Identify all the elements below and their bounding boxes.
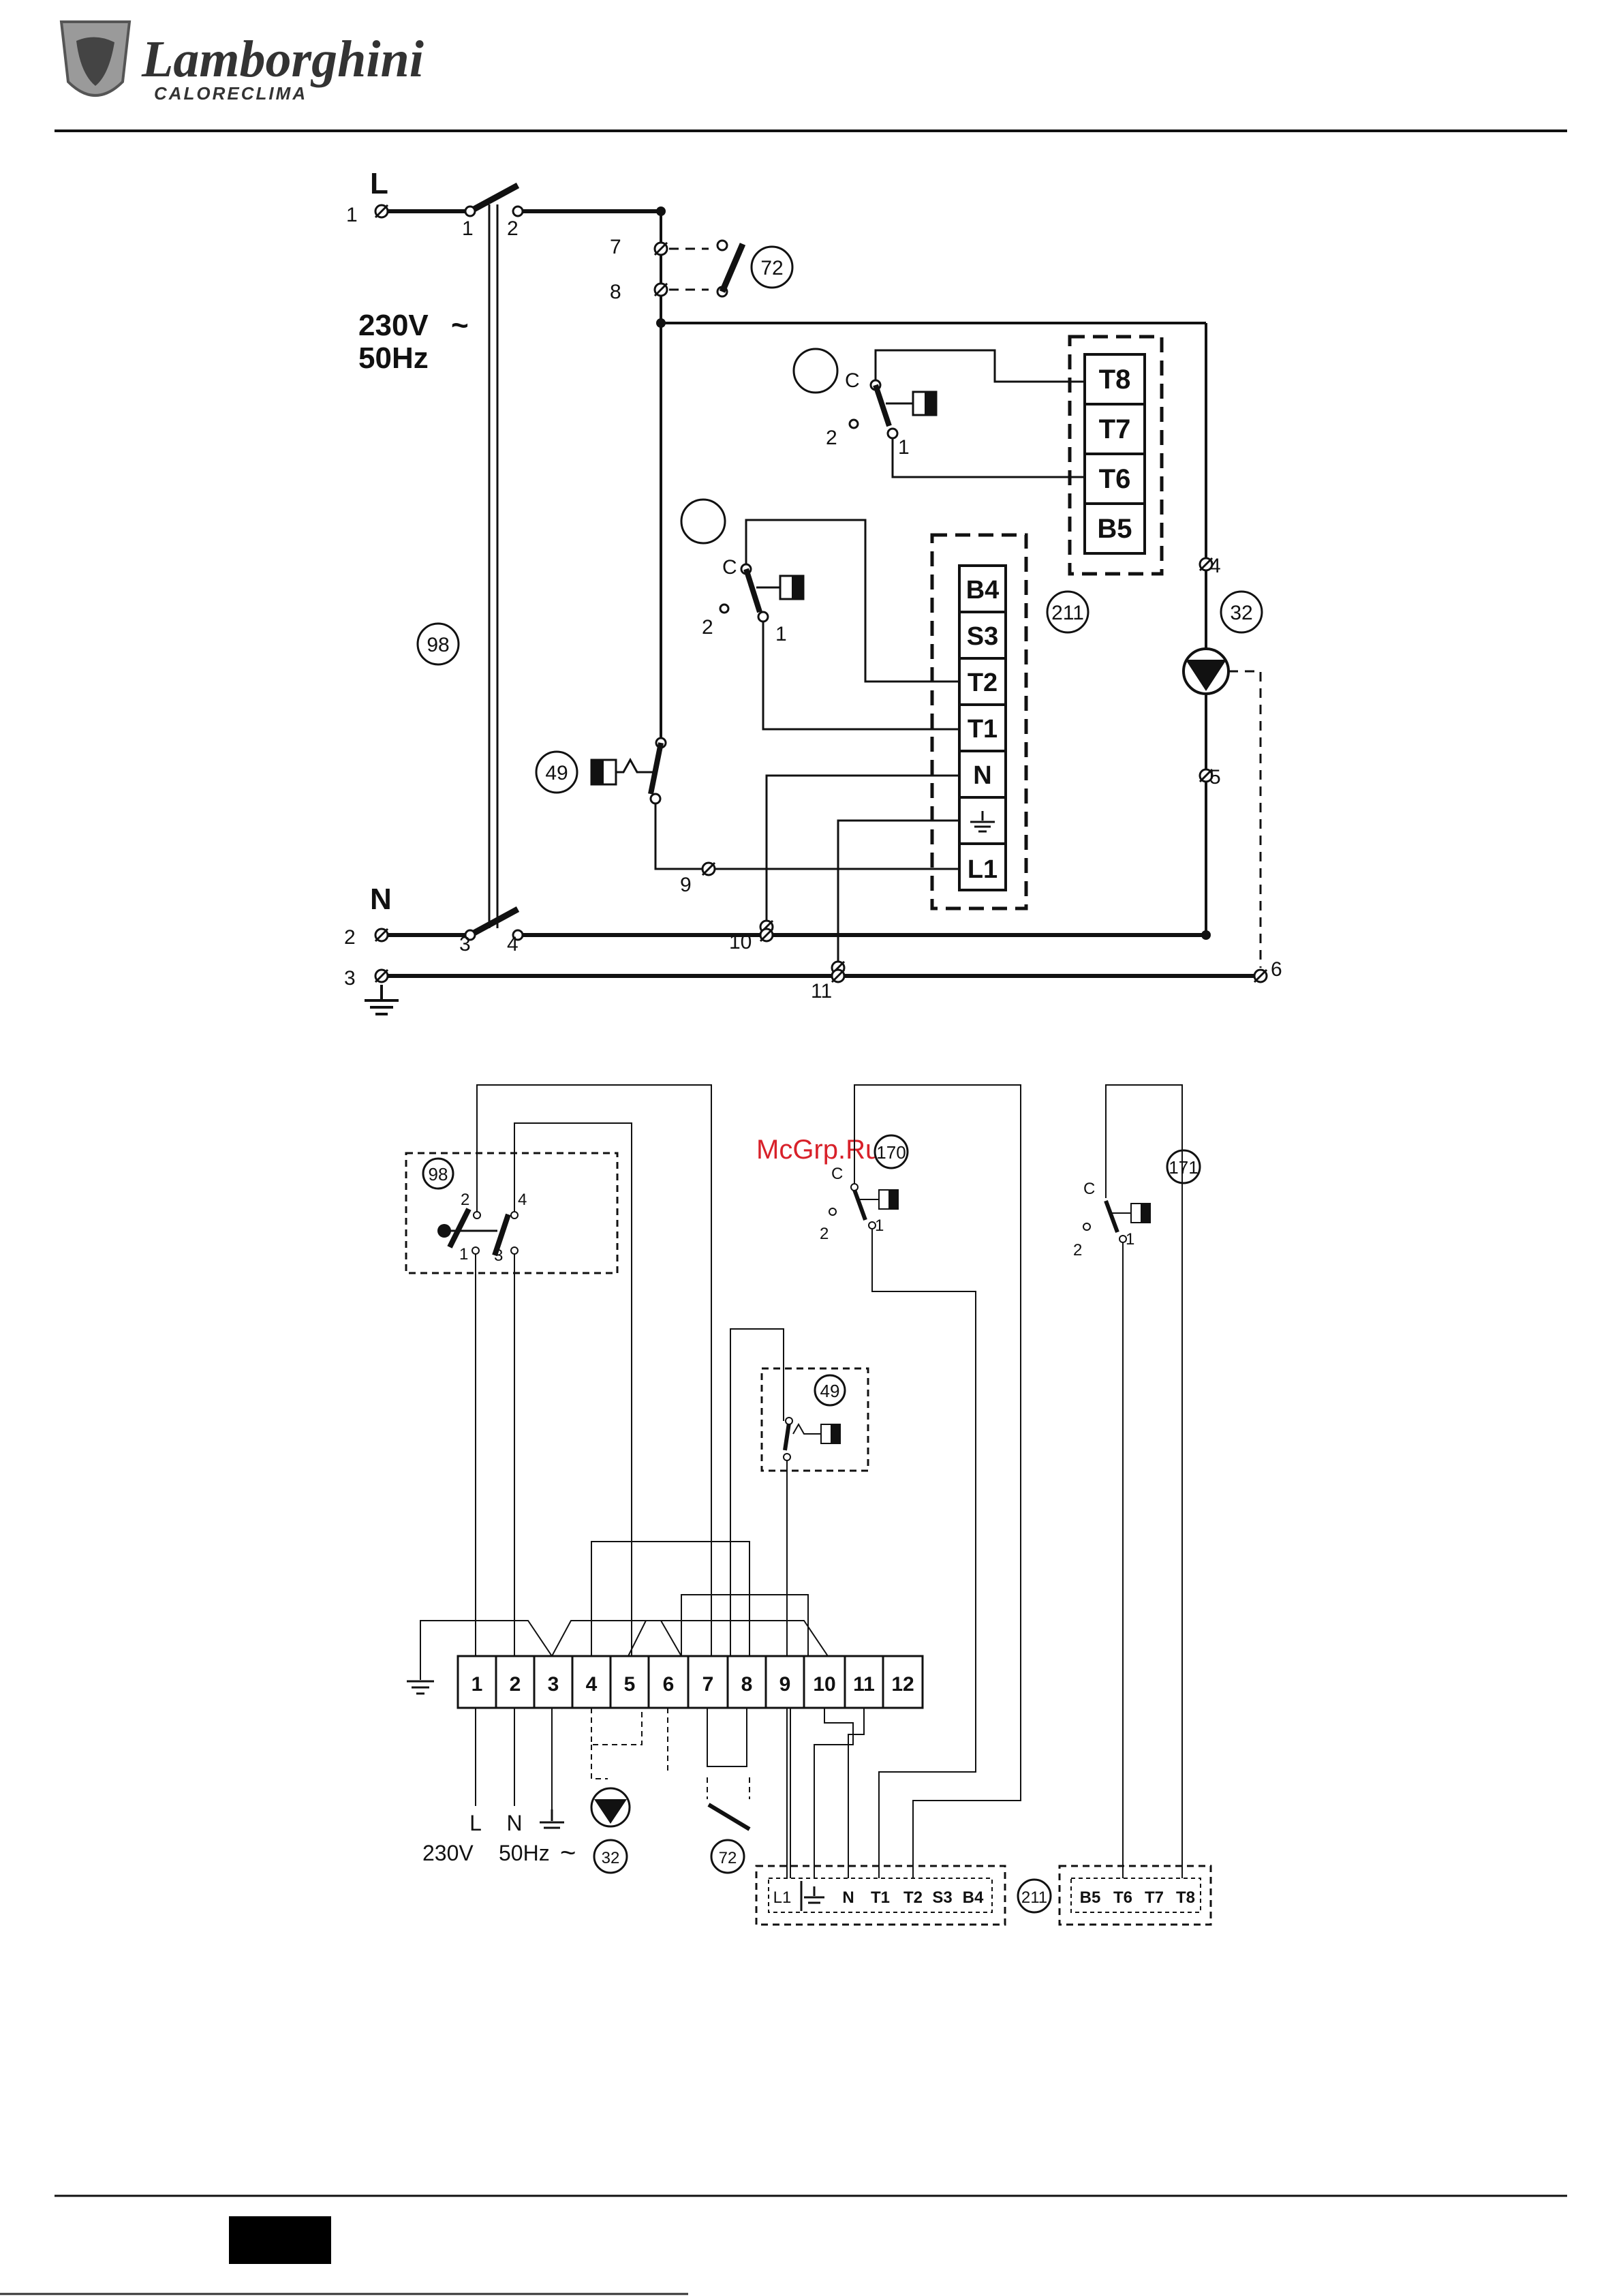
- brand-logo: Lamborghini CALORECLIMA: [61, 22, 424, 104]
- terminal-number: 4: [586, 1673, 598, 1696]
- terminal-number: 2: [510, 1673, 521, 1696]
- contact-label: 2: [820, 1225, 829, 1243]
- contact-label: C: [1083, 1180, 1095, 1198]
- strip-label: T7: [1145, 1888, 1164, 1907]
- supply-voltage: 230V: [422, 1841, 474, 1865]
- pump-symbol: [1184, 649, 1228, 694]
- line-label: L: [370, 167, 388, 200]
- terminal-number: 11: [853, 1673, 875, 1696]
- component-ref: 98: [427, 634, 449, 656]
- switch-pin: 3: [459, 933, 471, 955]
- strip-label: N: [842, 1888, 854, 1907]
- contact-label: 1: [1126, 1230, 1134, 1249]
- component-ref: 49: [545, 762, 568, 784]
- mains-number: 2: [344, 926, 356, 949]
- brand-subtitle: CALORECLIMA: [154, 83, 307, 104]
- supply-label: N: [506, 1811, 522, 1835]
- terminal-label: N: [973, 761, 991, 790]
- strip-label: T6: [1113, 1888, 1132, 1907]
- component-ref: 32: [1230, 602, 1252, 624]
- contact-label: 1: [875, 1216, 884, 1235]
- component-ref: 32: [602, 1849, 620, 1867]
- terminal-number: 12: [891, 1673, 914, 1696]
- mains-number: 1: [346, 204, 358, 226]
- schematic-labels: 230V ~ 50Hz L N 1 2 3 1 2 3 4 7 8 4 5 9 …: [344, 167, 1282, 1002]
- terminal-number: 7: [702, 1673, 714, 1696]
- component-ref: 171: [1169, 1157, 1198, 1178]
- terminal-label: B4: [966, 576, 1000, 604]
- switch-pin: 4: [518, 1191, 527, 1209]
- terminal-number: 5: [624, 1673, 636, 1696]
- terminal-label: T8: [1099, 365, 1131, 395]
- component-ref: 170: [876, 1142, 906, 1163]
- terminal-number: 9: [779, 1673, 791, 1696]
- wiring-labels: 98 2 4 1 3 170 171 C 2 1 C 2 1 49 1 2 3 …: [422, 1142, 1199, 1907]
- brand-name: Lamborghini: [141, 31, 424, 88]
- strip-label: B5: [1080, 1888, 1101, 1907]
- terminal-label: T6: [1099, 464, 1131, 494]
- switch-pin: 4: [507, 933, 519, 955]
- terminal-label: B5: [1097, 514, 1132, 544]
- component-ref: 49: [820, 1381, 840, 1401]
- terminal-label: L1: [968, 855, 998, 884]
- contact-label: C: [845, 369, 860, 392]
- strip-label: B4: [963, 1888, 984, 1907]
- terminal-number: 6: [663, 1673, 675, 1696]
- schematic-diagram: [365, 185, 1267, 1014]
- component-ref: 211: [1021, 1888, 1047, 1907]
- terminal-label: S3: [967, 622, 998, 651]
- terminal-number: 8: [741, 1673, 753, 1696]
- supply-voltage-label: 230V: [358, 309, 429, 342]
- node-number: 7: [610, 236, 621, 258]
- switch-pin: 1: [459, 1245, 468, 1264]
- terminal-number: 1: [472, 1673, 483, 1696]
- component-ref: 98: [429, 1164, 448, 1184]
- node-number: 5: [1209, 766, 1221, 789]
- contact-label: C: [722, 556, 737, 579]
- pump-symbol: [591, 1788, 630, 1826]
- watermark: McGrp.Ru: [756, 1135, 880, 1165]
- strip-label: T1: [871, 1888, 890, 1907]
- terminal-label: T2: [968, 669, 998, 697]
- contact-label: 1: [898, 436, 910, 459]
- neutral-label: N: [370, 883, 392, 916]
- contact-label: C: [831, 1165, 843, 1183]
- strip-label: L1: [773, 1888, 792, 1907]
- contact-label: 2: [826, 427, 837, 449]
- supply-frequency: 50Hz: [499, 1841, 550, 1865]
- switch-pin: 3: [494, 1246, 503, 1265]
- strip-label: T8: [1176, 1888, 1195, 1907]
- terminal-number: 3: [548, 1673, 559, 1696]
- terminal-label: T7: [1099, 414, 1131, 444]
- terminal-number: 10: [813, 1673, 835, 1696]
- switch-pin: 1: [462, 217, 474, 240]
- page-number-block: [229, 2216, 331, 2264]
- contact-label: 2: [702, 616, 713, 639]
- node-number: 11: [811, 980, 832, 1002]
- contact-label: 2: [1073, 1241, 1082, 1259]
- node-number: 8: [610, 281, 621, 303]
- ac-tilde-icon: ~: [560, 1838, 576, 1868]
- mains-number: 3: [344, 967, 356, 990]
- strip-label: S3: [932, 1888, 952, 1907]
- node-number: 9: [680, 874, 692, 896]
- switch-pin: 2: [461, 1191, 469, 1209]
- wiring-layout: [406, 1085, 1211, 1925]
- supply-label: L: [469, 1811, 482, 1835]
- component-ref: 211: [1051, 602, 1084, 624]
- component-ref: 72: [719, 1849, 737, 1867]
- ac-tilde-icon: ~: [451, 309, 469, 342]
- node-number: 6: [1271, 958, 1282, 981]
- node-number: 4: [1209, 555, 1221, 577]
- node-number: 10: [729, 931, 752, 953]
- component-ref: 72: [760, 257, 783, 279]
- strip-label: T2: [903, 1888, 923, 1907]
- switch-pin: 2: [507, 217, 519, 240]
- supply-frequency-label: 50Hz: [358, 341, 429, 375]
- contact-label: 1: [775, 623, 787, 645]
- terminal-label: T1: [968, 715, 998, 744]
